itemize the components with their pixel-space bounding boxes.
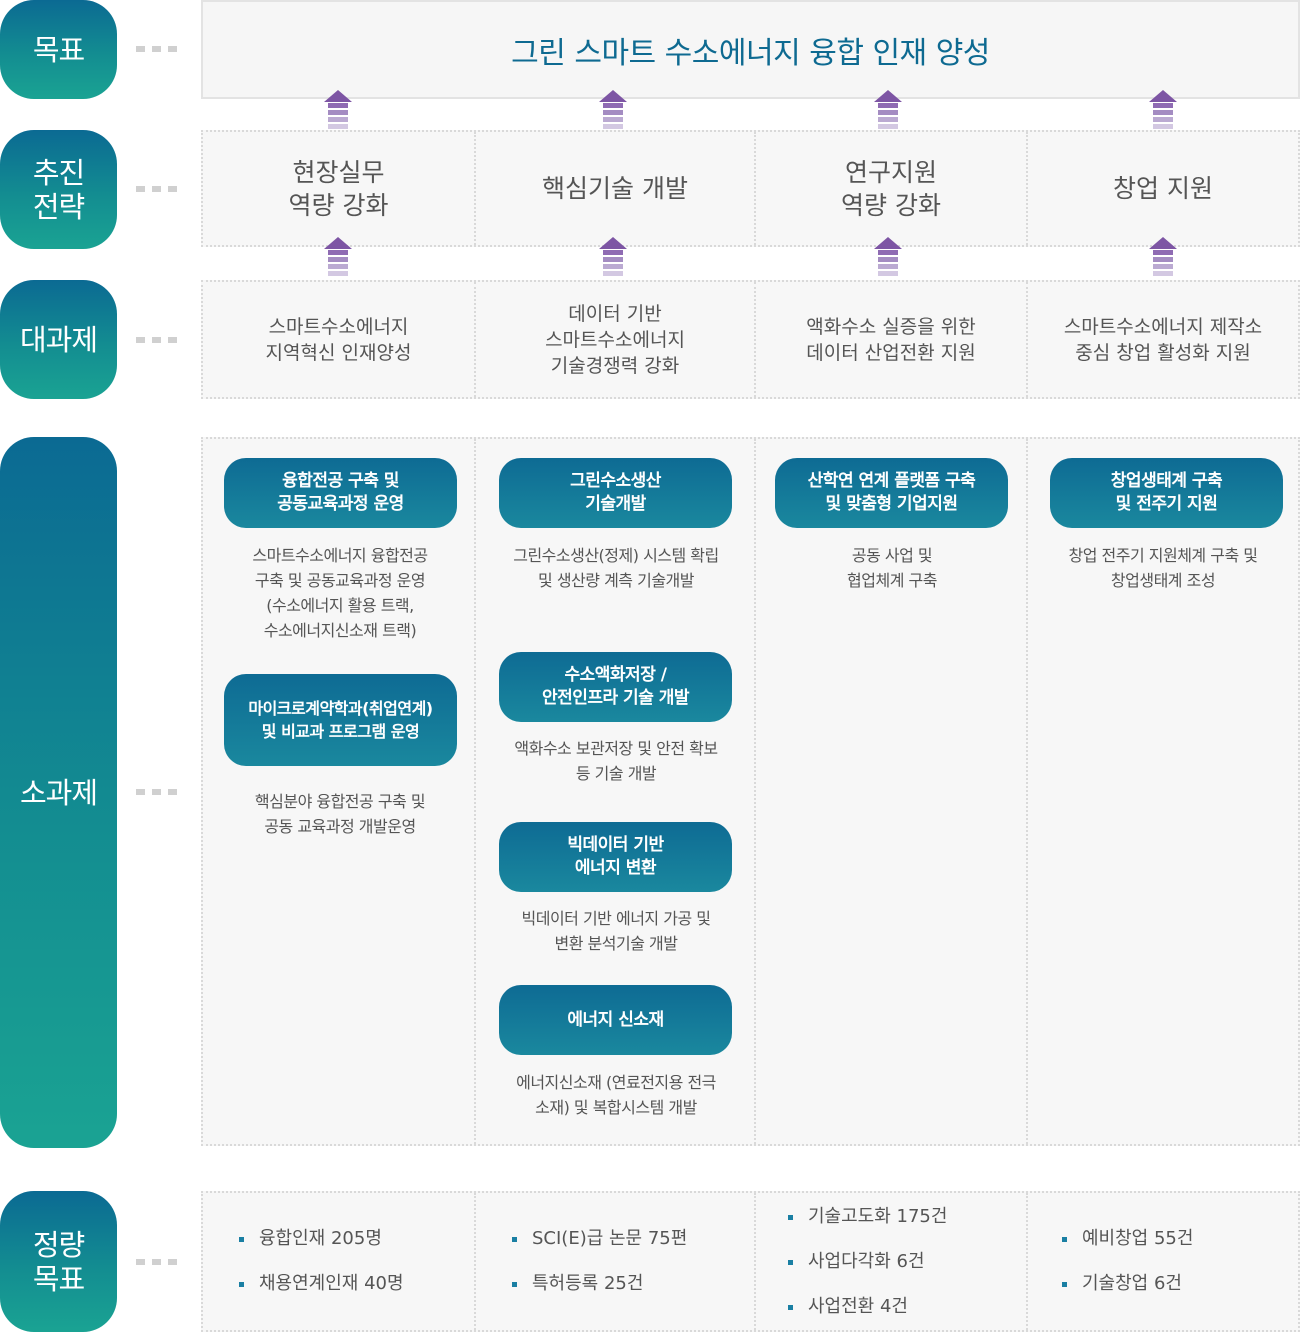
major-task-cell: 데이터 기반 스마트수소에너지 기술경쟁력 강화 [476,282,756,397]
sub-task-desc: 빅데이터 기반 에너지 가공 및 변환 분석기술 개발 [521,909,711,953]
label-sub-task: 소과제 [0,437,117,1148]
sub-task-title: 융합전공 구축 및 공동교육과정 운영 [224,458,457,528]
sub-task-title: 빅데이터 기반 에너지 변환 [499,822,732,892]
label-goal: 목표 [0,0,117,99]
sub-task-title: 마이크로계약학과(취업연계) 및 비교과 프로그램 운영 [224,674,457,766]
kpi-list: 예비창업 55건 기술창업 6건 [1062,1207,1193,1316]
goal-box: 그린 스마트 수소에너지 융합 인재 양성 [201,0,1300,99]
sub-task-title: 에너지 신소재 [499,985,732,1055]
connector-dots-sub [136,789,180,795]
major-task-cell: 스마트수소에너지 지역혁신 인재양성 [203,282,476,397]
up-arrow-icon [873,237,903,277]
goal-text: 그린 스마트 수소에너지 융합 인재 양성 [511,35,990,71]
major-task-text: 스마트수소에너지 제작소 중심 창업 활성화 지원 [1063,315,1263,364]
kpi-item: 채용연계인재 40명 [239,1271,404,1297]
strategy-cell: 연구지원 역량 강화 [756,132,1028,245]
major-task-row: 스마트수소에너지 지역혁신 인재양성 데이터 기반 스마트수소에너지 기술경쟁력… [201,280,1300,399]
kpi-list: SCI(E)급 논문 75편 특허등록 25건 [512,1207,687,1316]
kpi-cell: 기술고도화 175건 사업다각화 6건 사업전환 4건 [756,1193,1028,1330]
kpi-row: 융합인재 205명 채용연계인재 40명 SCI(E)급 논문 75편 특허등록… [201,1191,1300,1332]
sub-task-desc: 스마트수소에너지 융합전공 구축 및 공동교육과정 운영 (수소에너지 활용 트… [252,546,428,640]
strategy-cell: 핵심기술 개발 [476,132,756,245]
sub-task-column: 창업생태계 구축 및 전주기 지원 창업 전주기 지원체계 구축 및 창업생태계… [1028,439,1298,1144]
kpi-item: 특허등록 25건 [512,1271,687,1297]
sub-task-desc: 창업 전주기 지원체계 구축 및 창업생태계 조성 [1068,546,1258,590]
kpi-item: SCI(E)급 논문 75편 [512,1226,687,1252]
sub-task-title: 창업생태계 구축 및 전주기 지원 [1050,458,1283,528]
strategy-row: 현장실무 역량 강화 핵심기술 개발 연구지원 역량 강화 창업 지원 [201,130,1300,247]
major-task-text: 액화수소 실증을 위한 데이터 산업전환 지원 [806,315,976,364]
major-task-text: 스마트수소에너지 지역혁신 인재양성 [265,315,412,364]
sub-task-row: 융합전공 구축 및 공동교육과정 운영 스마트수소에너지 융합전공 구축 및 공… [201,437,1300,1146]
connector-dots-kpi [136,1259,180,1265]
label-major-task: 대과제 [0,280,117,399]
sub-task-column: 융합전공 구축 및 공동교육과정 운영 스마트수소에너지 융합전공 구축 및 공… [203,439,476,1144]
strategy-cell: 창업 지원 [1028,132,1298,245]
up-arrow-icon [598,237,628,277]
connector-dots-strategy [136,186,180,192]
up-arrow-icon [1148,237,1178,277]
sub-task-desc: 에너지신소재 (연료전지용 전극 소재) 및 복합시스템 개발 [516,1073,716,1117]
strategy-cell: 현장실무 역량 강화 [203,132,476,245]
sub-task-desc: 공동 사업 및 협업체계 구축 [847,546,937,590]
strategy-text: 핵심기술 개발 [542,174,688,203]
kpi-list: 융합인재 205명 채용연계인재 40명 [239,1207,404,1316]
strategy-text: 창업 지원 [1113,174,1213,203]
up-arrow-icon [598,90,628,130]
up-arrow-icon [1148,90,1178,130]
sub-task-desc: 액화수소 보관저장 및 안전 확보 등 기술 개발 [514,739,718,783]
label-strategy: 추진 전략 [0,130,117,249]
sub-task-column: 그린수소생산 기술개발 그린수소생산(정제) 시스템 확립 및 생산량 계측 기… [476,439,756,1144]
sub-task-desc: 그린수소생산(정제) 시스템 확립 및 생산량 계측 기술개발 [513,546,719,590]
kpi-item: 기술고도화 175건 [788,1204,947,1230]
kpi-list: 기술고도화 175건 사업다각화 6건 사업전환 4건 [788,1185,947,1339]
sub-task-title: 그린수소생산 기술개발 [499,458,732,528]
sub-task-title: 수소액화저장 / 안전인프라 기술 개발 [499,652,732,722]
connector-dots-major [136,337,180,343]
kpi-item: 융합인재 205명 [239,1226,404,1252]
connector-dots-goal [136,46,180,52]
sub-task-title: 산학연 연계 플랫폼 구축 및 맞춤형 기업지원 [775,458,1008,528]
up-arrow-icon [323,237,353,277]
sub-task-column: 산학연 연계 플랫폼 구축 및 맞춤형 기업지원 공동 사업 및 협업체계 구축 [756,439,1028,1144]
major-task-cell: 액화수소 실증을 위한 데이터 산업전환 지원 [756,282,1028,397]
kpi-cell: 융합인재 205명 채용연계인재 40명 [203,1193,476,1330]
kpi-item: 사업전환 4건 [788,1294,947,1320]
major-task-text: 데이터 기반 스마트수소에너지 기술경쟁력 강화 [545,302,685,377]
up-arrow-icon [873,90,903,130]
kpi-item: 사업다각화 6건 [788,1249,947,1275]
kpi-cell: 예비창업 55건 기술창업 6건 [1028,1193,1298,1330]
strategy-text: 현장실무 역량 강화 [288,157,389,220]
label-kpi: 정량 목표 [0,1191,117,1332]
up-arrow-icon [323,90,353,130]
kpi-cell: SCI(E)급 논문 75편 특허등록 25건 [476,1193,756,1330]
kpi-item: 예비창업 55건 [1062,1226,1193,1252]
kpi-item: 기술창업 6건 [1062,1271,1193,1297]
strategy-text: 연구지원 역량 강화 [841,157,941,220]
sub-task-desc: 핵심분야 융합전공 구축 및 공동 교육과정 개발운영 [254,792,426,836]
major-task-cell: 스마트수소에너지 제작소 중심 창업 활성화 지원 [1028,282,1298,397]
